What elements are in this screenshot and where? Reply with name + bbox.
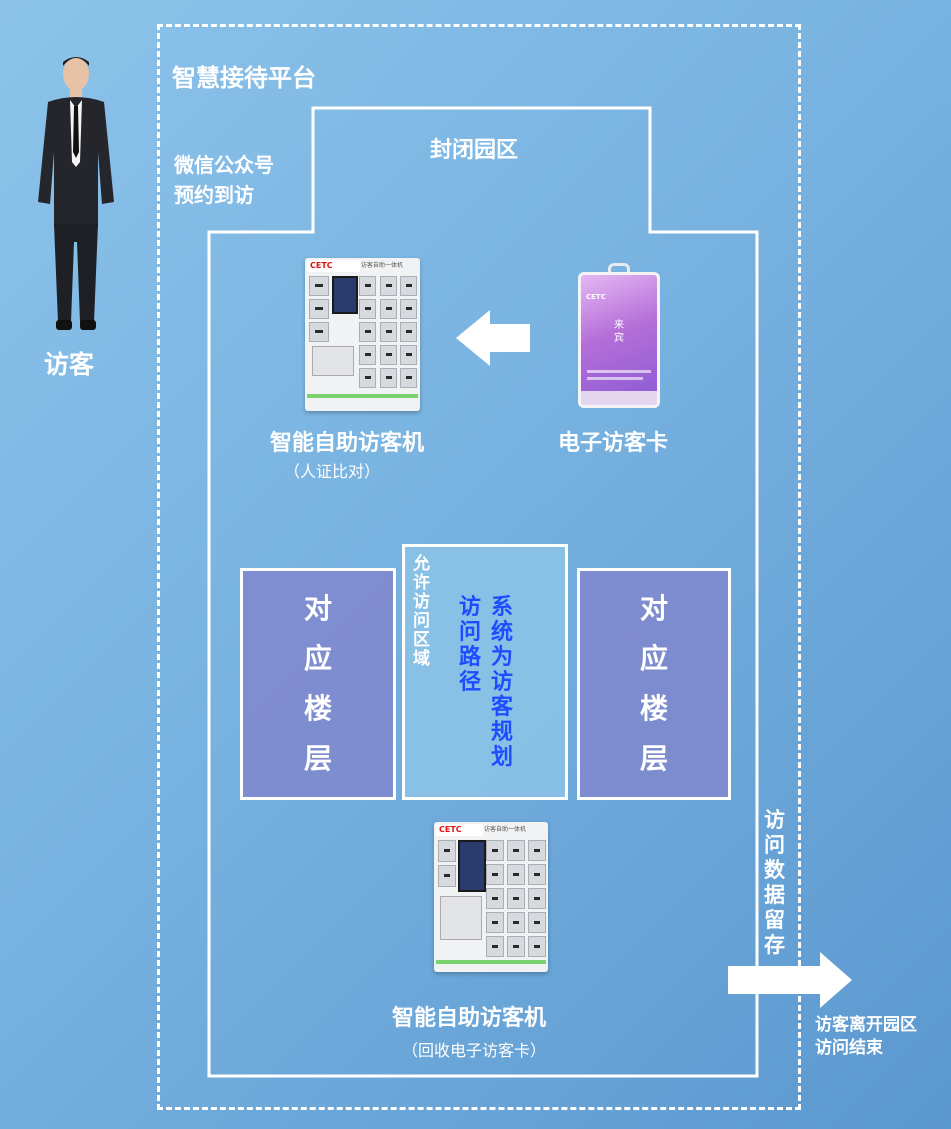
wechat-line1: 微信公众号 xyxy=(174,153,274,177)
floor-left-char: 层 xyxy=(303,742,332,775)
exit-text: 访客离开园区 访问结束 xyxy=(815,1014,917,1060)
exit-line1: 访客离开园区 xyxy=(815,1015,917,1035)
arrow-left-icon xyxy=(456,310,530,366)
floor-right-char: 应 xyxy=(639,642,668,675)
wechat-reservation: 微信公众号 预约到访 xyxy=(174,150,274,210)
system-plan-text: 系 统 为 访 客 规 划 xyxy=(491,595,514,770)
floor-right-char: 对 xyxy=(639,592,668,625)
platform-frame xyxy=(157,24,801,1110)
card-label: 电子访客卡 xyxy=(558,431,669,456)
kiosk-bottom-label: 智能自助访客机 xyxy=(392,1006,547,1031)
route-path-text: 访 问 路 径 xyxy=(459,595,482,695)
card-guest: 来宾 xyxy=(614,320,624,344)
park-title: 封闭园区 xyxy=(430,138,519,163)
allowed-area-text: 允 许 访 问 区 域 xyxy=(413,554,430,669)
floor-left-char: 对 xyxy=(303,592,332,625)
floor-right-char: 楼 xyxy=(639,692,668,725)
wechat-line2: 预约到访 xyxy=(174,183,254,207)
visitor-label: 访客 xyxy=(44,350,95,379)
kiosk-top-sub: （人证比对） xyxy=(284,462,381,481)
card-brand: CETC xyxy=(586,293,606,301)
arrow-right-icon xyxy=(728,952,852,1008)
kiosk-bottom-sub: （回收电子访客卡） xyxy=(402,1041,547,1060)
floor-left-char: 楼 xyxy=(303,692,332,725)
kiosk-top-brand: CETC xyxy=(307,260,360,272)
platform-title: 智慧接待平台 xyxy=(172,64,316,92)
kiosk-top-panel-text: 访客自助一体机 xyxy=(361,262,404,269)
kiosk-top-label: 智能自助访客机 xyxy=(270,431,425,456)
data-retention-text: 访 问 数 据 留 存 xyxy=(764,808,785,957)
kiosk-top-icon: CETC 访客自助一体机 xyxy=(305,258,420,411)
kiosk-bottom-panel-text: 访客自助一体机 xyxy=(484,826,527,833)
kiosk-bottom-icon: CETC 访客自助一体机 xyxy=(434,822,548,972)
kiosk-bottom-brand: CETC xyxy=(436,824,483,836)
visitor-person-icon xyxy=(38,57,114,330)
floor-left-char: 应 xyxy=(303,642,332,675)
route-planning-box: 允 许 访 问 区 域 访 问 路 径 系 统 为 访 客 规 划 xyxy=(402,544,568,800)
floor-box-left: 对 应 楼 层 xyxy=(240,568,396,800)
floor-right-char: 层 xyxy=(639,742,668,775)
card-strap-hole xyxy=(608,263,630,275)
exit-line2: 访问结束 xyxy=(815,1038,883,1058)
floor-box-right: 对 应 楼 层 xyxy=(577,568,731,800)
visitor-card-icon: CETC 来宾 xyxy=(578,272,660,408)
